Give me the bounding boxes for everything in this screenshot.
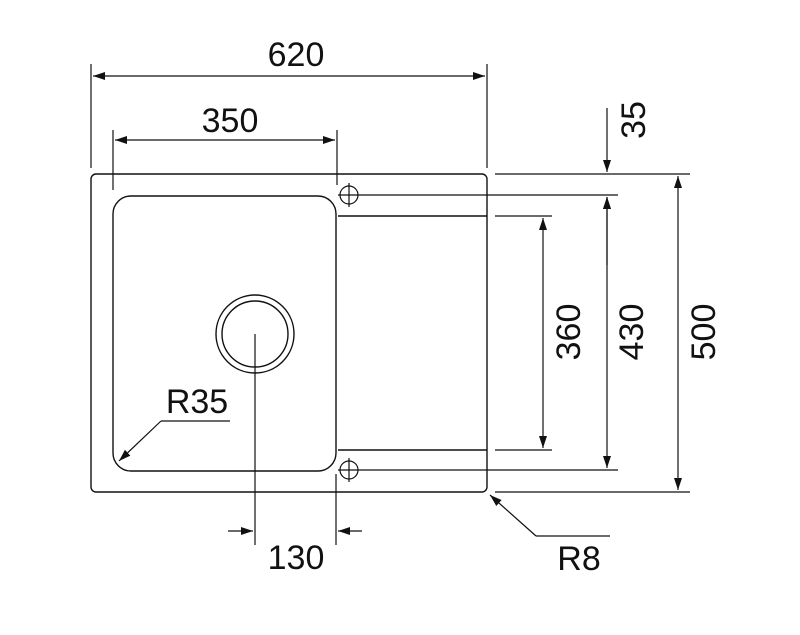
crosshair-hole-icon (338, 183, 360, 207)
dim-label-350: 350 (202, 102, 259, 140)
dim-label-r35: R35 (166, 383, 228, 421)
dim-label-620: 620 (268, 36, 325, 74)
dimension-bowl-width: 350 (115, 102, 335, 144)
dimension-top-offset: 35 (603, 101, 653, 265)
dim-label-360: 360 (550, 304, 588, 361)
dim-label-430: 430 (613, 304, 651, 361)
drainer-lines (338, 215, 487, 451)
dimension-drainer-height: 360 (539, 218, 588, 448)
bowl-outline (112, 195, 337, 472)
extension-lines-top (90, 64, 488, 190)
crosshair-hole-icon (338, 458, 360, 482)
dim-label-35: 35 (615, 101, 653, 139)
sink-outer-outline (90, 173, 488, 493)
dim-label-130: 130 (268, 539, 325, 577)
dimension-overall-width: 620 (93, 36, 485, 80)
dimension-tap-hole-spacing: 430 (603, 197, 651, 468)
leader-bowl-radius: R35 (118, 383, 230, 462)
dim-label-r8: R8 (557, 540, 600, 578)
dimension-overall-depth: 500 (674, 176, 723, 490)
dimension-drain-offset: 130 (228, 334, 362, 577)
dim-label-500: 500 (685, 304, 723, 361)
extension-lines-right (360, 173, 690, 493)
leader-outer-radius: R8 (489, 494, 610, 578)
